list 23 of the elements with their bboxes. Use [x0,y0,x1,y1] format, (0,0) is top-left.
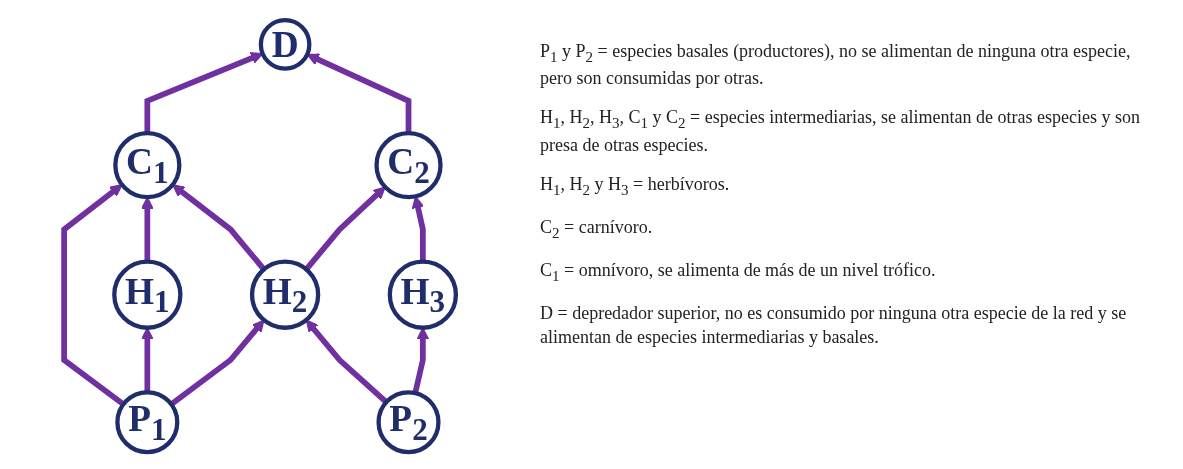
node-circle: H$_{3}$ [387,259,459,330]
arrow [169,319,265,407]
arrow [172,183,267,271]
node-circle: C$_{2}$ [374,130,443,199]
arrow [61,183,126,407]
arrow [304,185,386,271]
note-text: D = depredador superior, no es consumido por ninguna otra especie de la red y se alimentan de especies intermediarias y basales. [540,302,1128,349]
note-text: C$_{2}$ = carnívoro. [540,216,654,243]
node-circle: P$_{2}$ [376,389,441,454]
arrow [141,196,154,262]
node-circle: P$_{1}$ [115,389,180,454]
note-text: C$_{1}$ = omnívoro, se alimenta de más de un nivel trófico. [540,259,937,286]
note-text: H$_{1}$, H$_{2}$, H$_{3}$, C$_{1}$ y C$_{2}$ = especies intermediarias, se alimentan de otras especies y son presa de otras especies. [540,106,1142,157]
node-circle: D [258,17,312,71]
arrow [306,53,412,133]
note-text: H$_{1}$, H$_{2}$ y H$_{3}$ = herbívoros. [540,172,731,200]
node-circle: H$_{1}$ [112,259,183,330]
note-text: P$_{1}$ y P$_{2}$ = especies basales (productores), no se alimentan de ninguna otra especie, pero son consumidas por otras. [540,40,1132,91]
arrow [305,319,389,404]
arrow [411,195,426,262]
node-circle: C$_{1}$ [113,130,182,199]
arrow [144,51,264,133]
node-circle: H$_{2}$ [249,259,321,330]
